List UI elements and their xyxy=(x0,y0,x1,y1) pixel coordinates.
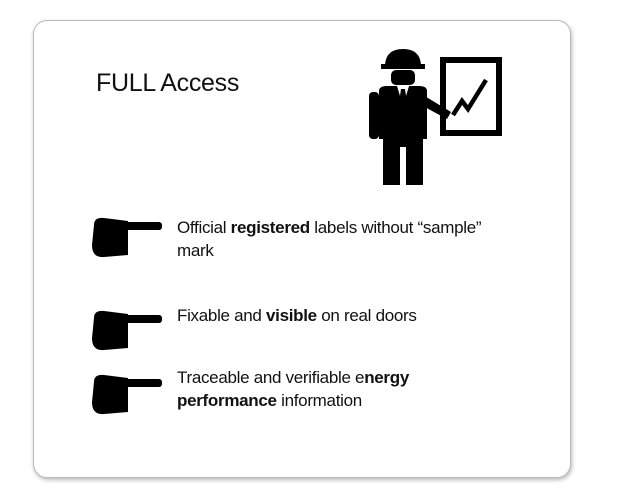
engineer-presenting-chart-icon xyxy=(369,49,502,185)
list-item-text: Fixable and visible on real doors xyxy=(177,306,417,325)
access-card: FULL Access Official registered labels w… xyxy=(33,20,571,478)
list-item-text: Traceable and verifiable energy performa… xyxy=(177,368,409,410)
pointing-hand-icon xyxy=(92,310,162,351)
list-item-text: Official registered labels without “samp… xyxy=(177,218,482,260)
pointing-hand-icon xyxy=(92,374,162,415)
pointing-hand-icon xyxy=(92,217,162,258)
card-title: FULL Access xyxy=(96,69,240,97)
